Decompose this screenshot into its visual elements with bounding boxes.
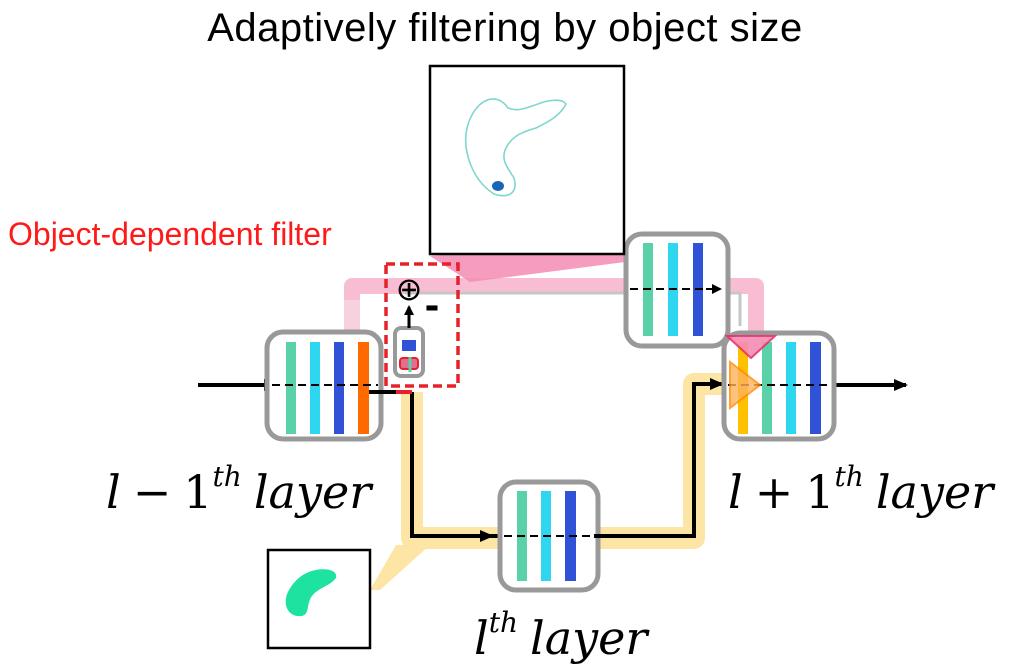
layer-next-block — [721, 330, 837, 442]
contour-inset — [428, 64, 626, 256]
minus-symbol: - — [425, 286, 440, 327]
feature-bar-teal — [286, 342, 296, 434]
diagram-title: Adaptively filtering by object size — [207, 6, 803, 50]
yellow-merge-triangle — [729, 359, 762, 411]
filter-label: Object-dependent filter — [8, 216, 332, 252]
feature-bar-blue — [334, 342, 344, 434]
object-dependent-filter — [384, 262, 460, 394]
sum-symbol: ⊕ — [396, 270, 423, 308]
object-dot — [492, 181, 504, 191]
feature-bar-orange — [358, 342, 369, 434]
skip-path-block — [623, 231, 731, 349]
layer-prev-block — [264, 329, 412, 442]
layer-current-block — [497, 479, 694, 593]
pink-merge-triangle — [724, 335, 778, 360]
mask-inset — [266, 548, 372, 650]
feature-bar-cyan — [310, 342, 320, 434]
